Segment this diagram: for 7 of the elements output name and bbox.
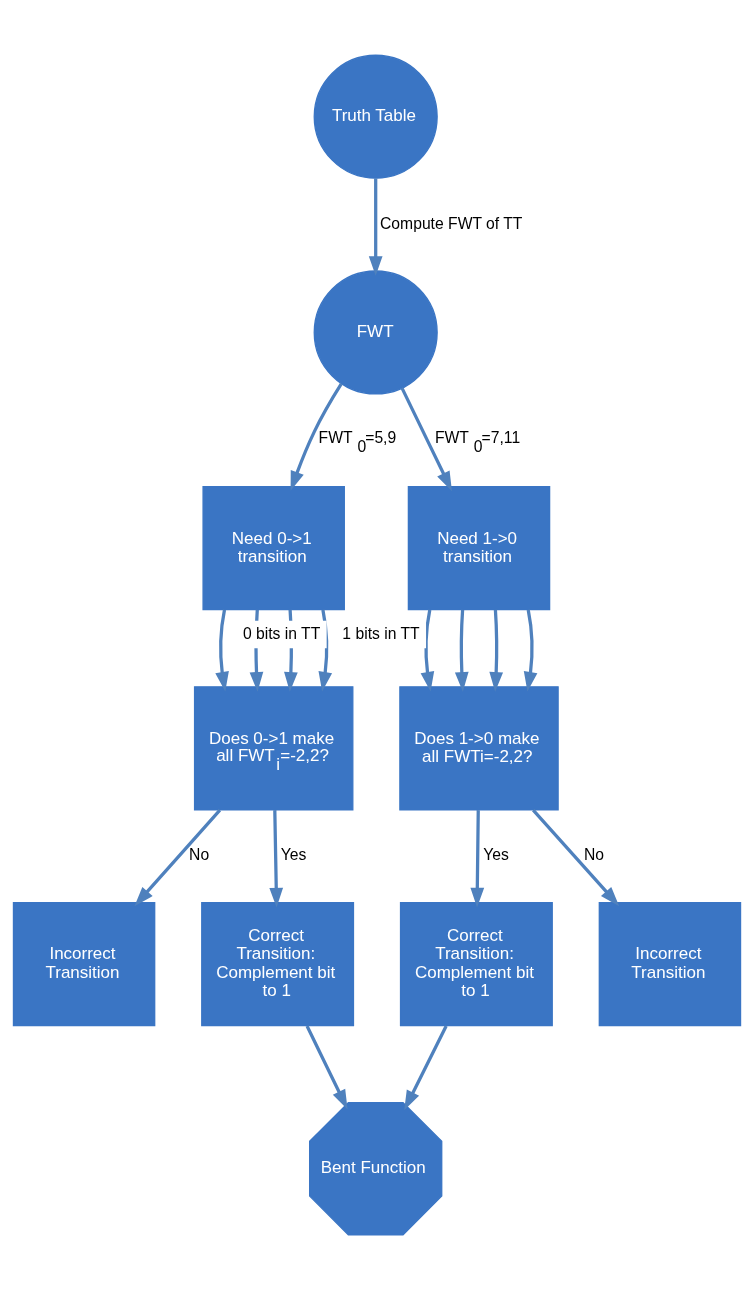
edge-label: Compute FWT of TT	[380, 214, 523, 232]
edge-label: 1 bits in TT	[342, 624, 420, 642]
edge-label: No	[189, 845, 210, 863]
edge-label: 0 bits in TT	[242, 624, 321, 642]
edge-label: Yes	[280, 845, 307, 863]
edge-label: No	[584, 845, 605, 863]
edge-label: Yes	[483, 845, 509, 863]
